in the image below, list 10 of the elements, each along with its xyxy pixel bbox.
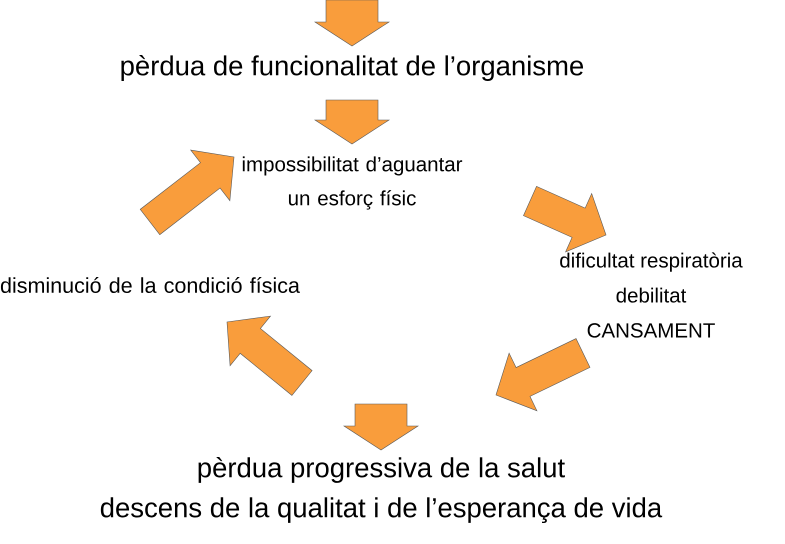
block-arrow bbox=[314, 0, 390, 46]
block-arrow bbox=[314, 100, 390, 144]
text-label: pèrdua progressiva de la salut descens de la qualitat i de l’esperança de vida bbox=[100, 456, 662, 524]
text-label: disminució de la condició física bbox=[0, 276, 300, 294]
text-label: dificultat respiratòria debilitat CANSAMENT bbox=[560, 252, 743, 338]
block-arrow bbox=[523, 186, 606, 253]
block-arrow bbox=[343, 404, 420, 450]
text-label: pèrdua de funcionalitat de l’organisme bbox=[121, 55, 584, 81]
text-label: impossibilitat d’aguantar un esforç físic bbox=[242, 156, 462, 210]
block-arrow bbox=[496, 338, 590, 412]
